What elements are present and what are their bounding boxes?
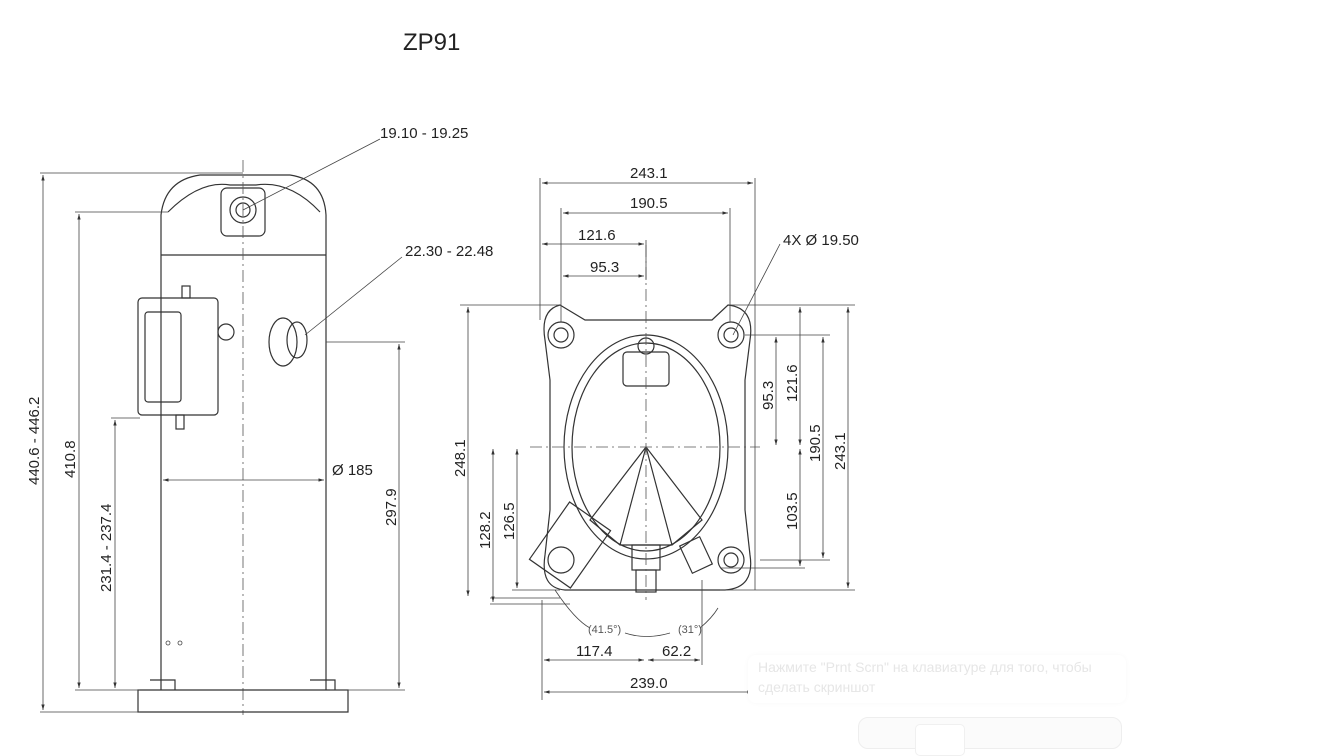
dim-body-height: 410.8	[62, 440, 79, 478]
dim-side-fitting: 22.30 - 22.48	[405, 243, 493, 260]
toast-text: Нажмите "Prnt Scrn" на клавиатуре для то…	[758, 659, 1092, 695]
dim-half-holes: 95.3	[590, 259, 619, 276]
dim-left-126: 126.5	[501, 502, 518, 540]
panel-button[interactable]	[915, 724, 965, 756]
side-view: 19.10 - 19.25 22.30 - 22.48 Ø 185 440.6 …	[26, 125, 493, 715]
dim-left-128: 128.2	[477, 511, 494, 549]
dim-mount-holes: 4X Ø 19.50	[783, 232, 859, 249]
compressor-drawing: ZP91 19.10 - 19.25 22.30 - 22.48 Ø 185 4…	[26, 29, 859, 715]
dim-right-121: 121.6	[784, 364, 801, 402]
dim-right-95: 95.3	[760, 381, 777, 410]
dim-bottom-239: 239.0	[630, 675, 668, 692]
dim-fitting-height: 297.9	[383, 488, 400, 526]
dim-width-outer: 243.1	[630, 165, 668, 182]
dim-half-outer: 121.6	[578, 227, 616, 244]
dim-total-height: 440.6 - 446.2	[26, 397, 43, 485]
angle-left: (41.5°)	[588, 624, 621, 636]
dim-right-243: 243.1	[832, 432, 849, 470]
angle-right: (31°)	[678, 624, 702, 636]
plan-view: 243.1 190.5 121.6 95.3 4X Ø 19.50 95.3 1…	[452, 165, 859, 700]
bottom-panel	[858, 717, 1122, 756]
dim-diameter: Ø 185	[332, 462, 373, 479]
dim-bottom-117: 117.4	[576, 643, 612, 660]
dim-bottom-62: 62.2	[662, 643, 691, 660]
drawing-title: ZP91	[403, 29, 460, 56]
dim-left-248: 248.1	[452, 439, 469, 477]
dim-right-103: 103.5	[784, 492, 801, 530]
dim-right-190: 190.5	[807, 424, 824, 462]
dim-terminal-height: 231.4 - 237.4	[98, 504, 115, 592]
screenshot-hint-toast: Нажмите "Prnt Scrn" на клавиатуре для то…	[748, 655, 1126, 703]
dim-width-holes: 190.5	[630, 195, 668, 212]
dim-top-fitting: 19.10 - 19.25	[380, 125, 468, 142]
